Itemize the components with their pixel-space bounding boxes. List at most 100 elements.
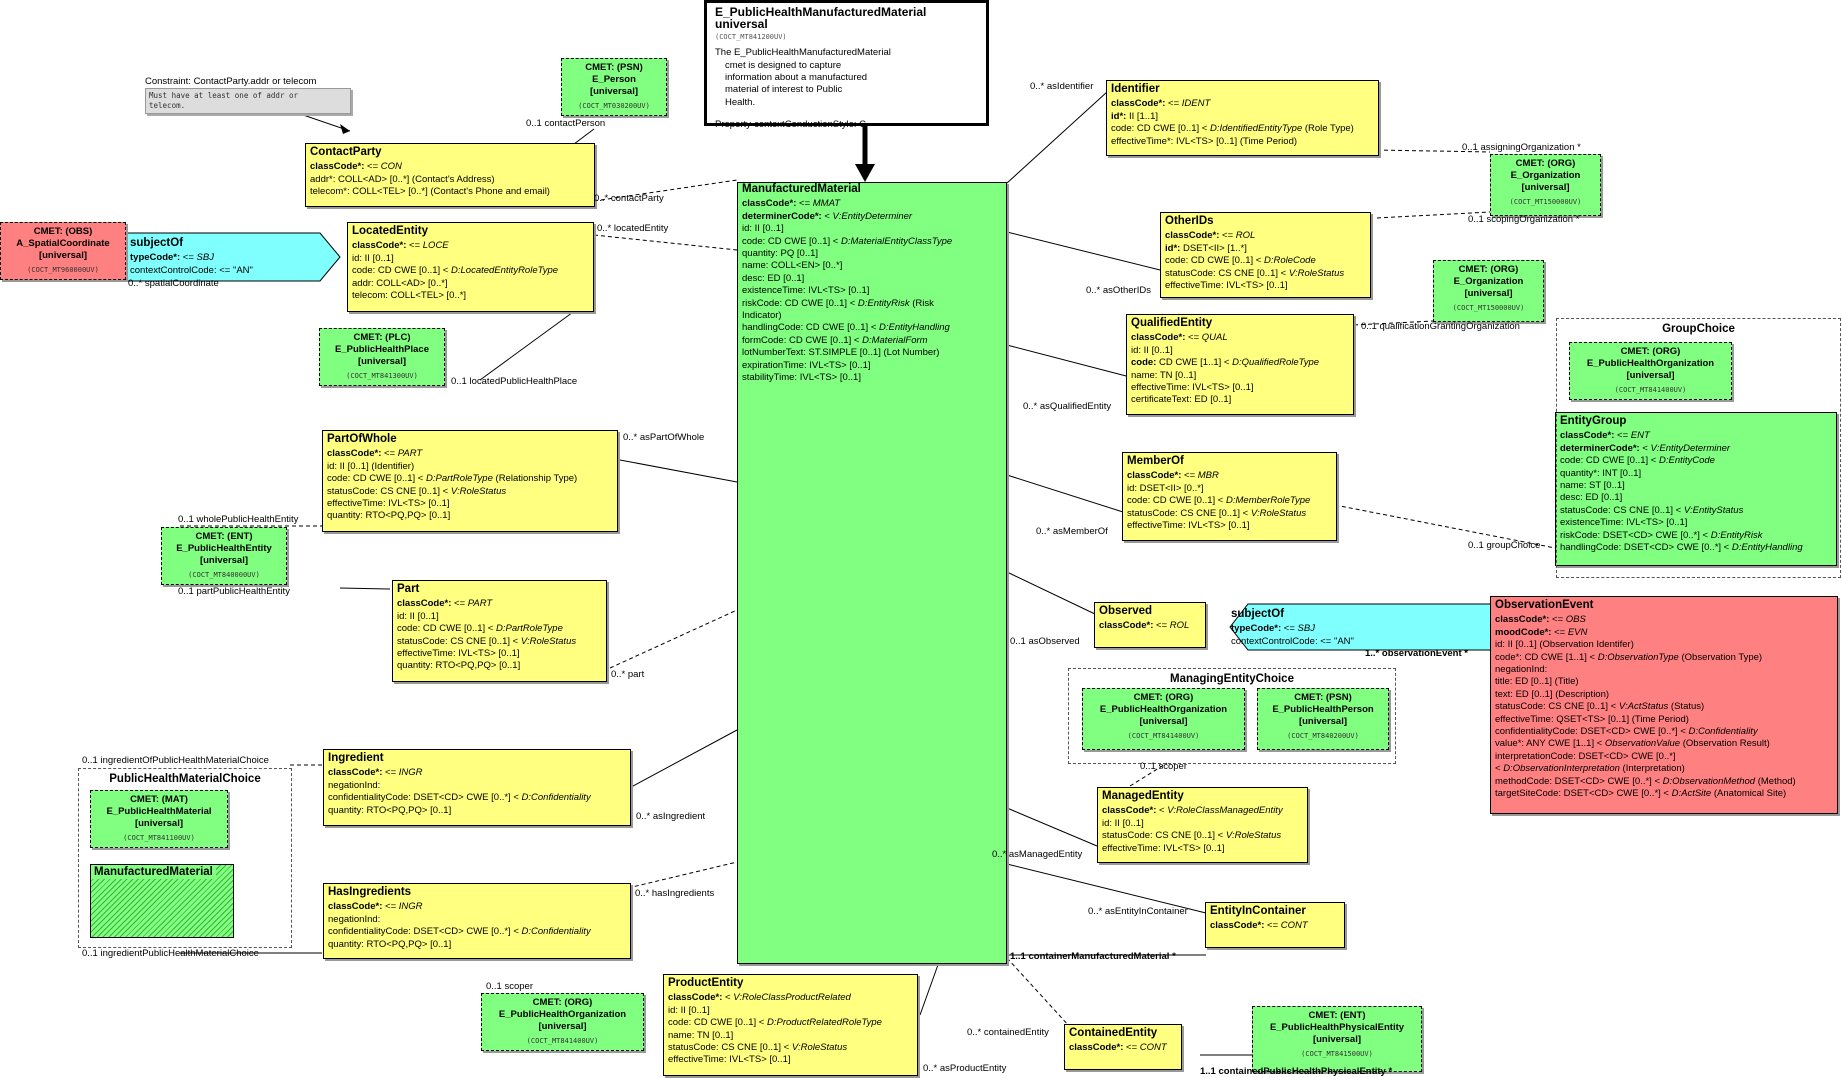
- cmet-org-scoper-left[interactable]: CMET: (ORG)E_PublicHealthOrganization[un…: [481, 993, 644, 1051]
- lbl-observation-event: 1..* observationEvent *: [1365, 648, 1468, 659]
- cmet-organization-1-l1: CMET: (ORG): [1515, 158, 1576, 169]
- manufactured-material-class-attr: quantity: PQ [0..1]: [742, 248, 819, 260]
- located-entity-class-attr: addr: COLL<AD> [0..*]: [352, 277, 448, 289]
- cmet-organization-2[interactable]: CMET: (ORG)E_Organization[universal](COC…: [1433, 260, 1544, 322]
- manufactured-material-class-attr: name: COLL<EN> [0..*]: [742, 260, 843, 272]
- product-entity-class-attr: statusCode: CS CNE [0..1] < V:RoleStatus: [668, 1042, 848, 1054]
- lbl-contained-public: 1..1 containedPublicHealthPhysicalEntity…: [1200, 1066, 1393, 1077]
- lbl-as-managed-entity: 0..* asManagedEntity: [992, 849, 1083, 860]
- cmet-org-managing-l3: [universal]: [1139, 716, 1188, 727]
- cmet-org-managing[interactable]: CMET: (ORG)E_PublicHealthOrganization[un…: [1082, 688, 1245, 750]
- cmet-public-health-material-code: (COCT_MT841100UV): [123, 834, 195, 842]
- product-entity-class-attr: id: II [0..1]: [668, 1004, 710, 1016]
- group-choice: GroupChoice: [1556, 318, 1841, 578]
- part-of-whole-class-attr: quantity: RTO<PQ,PQ> [0..1]: [327, 510, 451, 522]
- other-ids-class-attr: statusCode: CS CNE [0..1] < V:RoleStatus: [1165, 267, 1345, 279]
- observation-event-class-attr: methodCode: DSET<CD> CWE [0..*] < D:Obse…: [1495, 775, 1796, 787]
- part-of-whole-class-attr: statusCode: CS CNE [0..1] < V:RoleStatus: [327, 485, 507, 497]
- lbl-qualification-granting: 0..1 qualificationGrantingOrganization: [1361, 321, 1520, 332]
- cmet-public-health-place-l1: CMET: (PLC): [353, 332, 411, 343]
- manufactured-material-recursive[interactable]: ManufacturedMaterial: [90, 864, 234, 938]
- qualified-entity-class-attr: code: CD CWE [1..1] < D:QualifiedRoleTyp…: [1131, 357, 1320, 369]
- cmet-person[interactable]: CMET: (PSN)E_Person[universal](COCT_MT03…: [561, 58, 667, 116]
- cmet-org-group[interactable]: CMET: (ORG)E_PublicHealthOrganization[un…: [1569, 342, 1732, 400]
- ingredient-class-attr: negationInd:: [328, 779, 381, 791]
- cmet-person-l2: E_Person: [592, 74, 636, 85]
- cmet-public-health-material-l1: CMET: (MAT): [130, 794, 188, 805]
- lbl-group-choice: 0..1 groupChoice: [1468, 540, 1541, 551]
- cmet-public-health-material-l3: [universal]: [134, 818, 184, 829]
- cmet-spatial-coordinate-l1: CMET: (OBS): [33, 226, 93, 237]
- part-of-whole-class-attr: id: II [0..1] (Identifier): [327, 460, 415, 472]
- entity-in-container-class-title: EntityInContainer: [1210, 905, 1306, 917]
- observation-event-class-attr: title: ED [0..1] (Title): [1495, 676, 1579, 688]
- cmet-org-managing-l1: CMET: (ORG): [1133, 692, 1194, 703]
- product-entity-class-attr: code: CD CWE [0..1] < D:ProductRelatedRo…: [668, 1017, 882, 1029]
- contact-party-class-attr: classCode*: <= CON: [310, 161, 402, 173]
- identifier-class-attr: classCode*: <= IDENT: [1111, 98, 1211, 110]
- manufactured-material-class-attr: handlingCode: CD CWE [0..1] < D:EntityHa…: [742, 322, 950, 334]
- cmet-public-health-entity-code: (COCT_MT840000UV): [188, 571, 260, 579]
- product-entity-class-title: ProductEntity: [668, 977, 744, 989]
- material-choice-title: PublicHealthMaterialChoice: [109, 773, 261, 785]
- lbl-as-observed: 0..1 asObserved: [1010, 636, 1080, 647]
- cmet-physical-entity[interactable]: CMET: (ENT)E_PublicHealthPhysicalEntity[…: [1252, 1006, 1422, 1072]
- other-ids-class-attr: id*: DSET<II> [1..*]: [1165, 242, 1247, 254]
- managed-entity-class-attr: id: II [0..1]: [1102, 817, 1144, 829]
- subject-of-right-title: subjectOf: [1231, 608, 1285, 620]
- cmet-physical-entity-l1: CMET: (ENT): [1308, 1010, 1366, 1021]
- lbl-has-ingredients: 0..* hasIngredients: [635, 888, 715, 899]
- lbl-container-manufactured: 1..1 containerManufacturedMaterial *: [1010, 951, 1176, 962]
- manufactured-material-class-attr: code: CD CWE [0..1] < D:MaterialEntityCl…: [742, 235, 953, 247]
- cmet-public-health-entity[interactable]: CMET: (ENT)E_PublicHealthEntity[universa…: [161, 527, 287, 585]
- located-entity-class-attr: telecom: COLL<TEL> [0..*]: [352, 290, 467, 302]
- cmet-person-managing[interactable]: CMET: (PSN)E_PublicHealthPerson[universa…: [1257, 688, 1389, 750]
- cmet-public-health-material[interactable]: CMET: (MAT)E_PublicHealthMaterial[univer…: [90, 790, 228, 848]
- lbl-as-member-of: 0..* asMemberOf: [1036, 526, 1108, 537]
- has-ingredients-class-attr: confidentialityCode: DSET<CD> CWE [0..*]…: [328, 926, 591, 938]
- cmet-spatial-coordinate[interactable]: CMET: (OBS)A_SpatialCoordinate[universal…: [0, 222, 126, 280]
- lbl-as-identifier: 0..* asIdentifier: [1030, 81, 1094, 92]
- model-desc-5: Health.: [725, 96, 756, 108]
- ingredient-class-title: Ingredient: [328, 752, 384, 764]
- qualified-entity-class-attr: id: II [0..1]: [1131, 344, 1173, 356]
- cmet-org-group-l2: E_PublicHealthOrganization: [1586, 358, 1715, 369]
- group-choice-title: GroupChoice: [1662, 323, 1735, 335]
- part-class-title: Part: [397, 583, 420, 595]
- observed-class-title: Observed: [1099, 605, 1153, 617]
- member-of-class-attr: effectiveTime: IVL<TS> [0..1]: [1127, 520, 1250, 532]
- cmet-organization-1[interactable]: CMET: (ORG)E_Organization[universal](COC…: [1490, 154, 1601, 216]
- part-of-whole-class-title: PartOfWhole: [327, 433, 397, 445]
- constraint-text: Must have at least one of addr or teleco…: [145, 88, 351, 114]
- constraint-note: Constraint: ContactParty.addr or telecom…: [145, 76, 351, 114]
- cmet-public-health-entity-l3: [universal]: [199, 555, 249, 566]
- cmet-public-health-place[interactable]: CMET: (PLC)E_PublicHealthPlace[universal…: [319, 328, 445, 386]
- model-style: Property-contextConductionStyle: C: [715, 119, 867, 131]
- lbl-as-product-entity: 0..* asProductEntity: [923, 1063, 1007, 1074]
- entity-group-class-attr: determinerCode*: < V:EntityDeterminer: [1560, 442, 1731, 454]
- observation-event-class-attr: < D:ObservationInterpretation (Interpret…: [1495, 763, 1685, 775]
- lbl-contained-entity: 0..* containedEntity: [967, 1027, 1049, 1038]
- lbl-part: 0..* part: [611, 669, 645, 680]
- other-ids-class-attr: effectiveTime: IVL<TS> [0..1]: [1165, 280, 1288, 292]
